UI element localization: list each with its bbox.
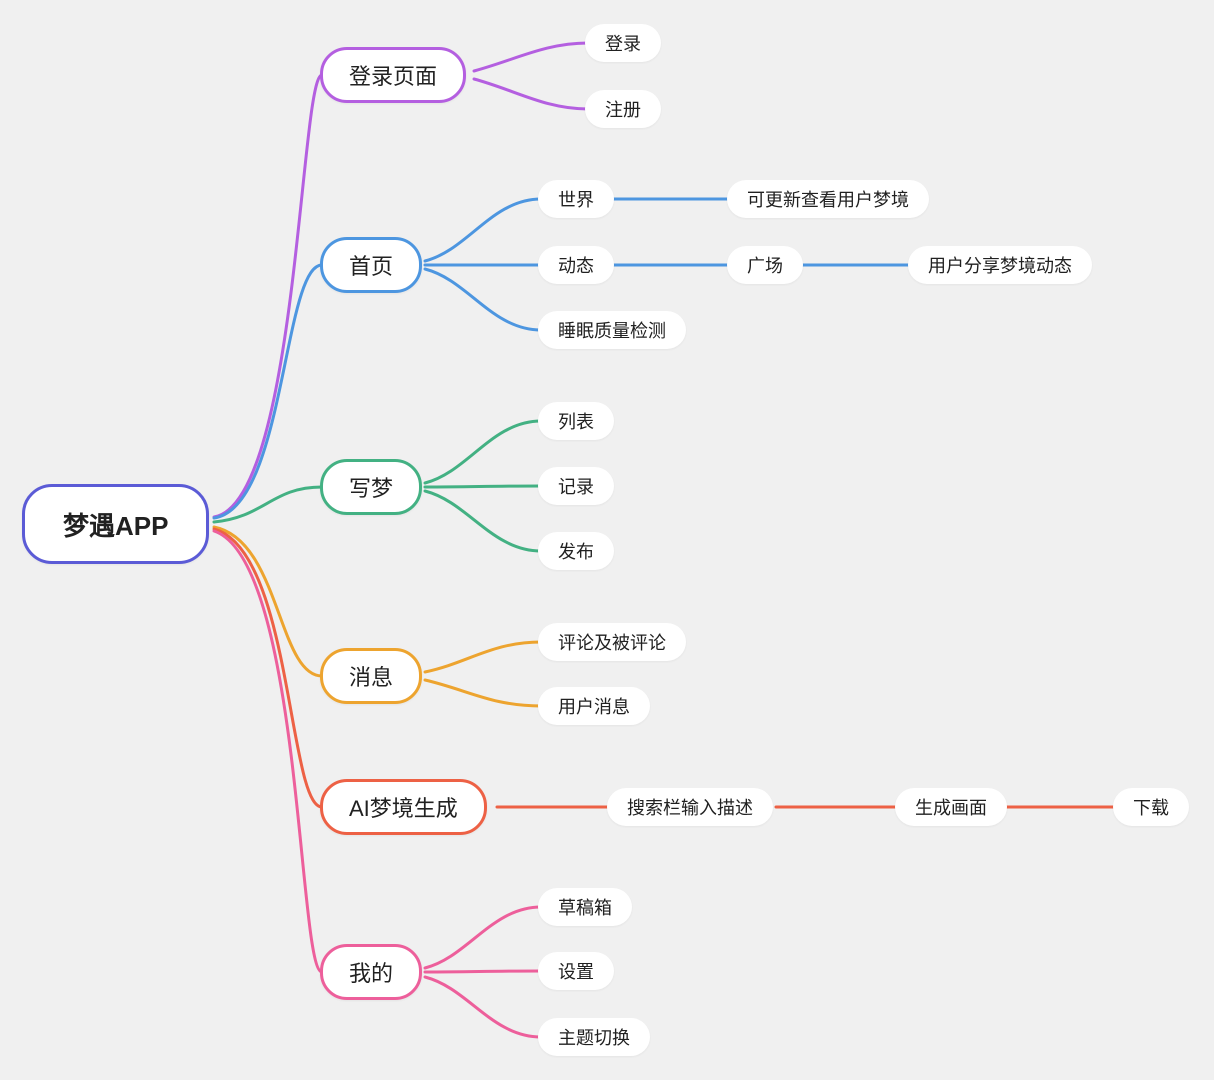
node-generate-image[interactable]: 生成画面 (895, 788, 1007, 826)
node-mine[interactable]: 我的 (320, 944, 423, 1000)
connector-home-sleep-quality (423, 267, 543, 332)
node-user-messages[interactable]: 用户消息 (538, 687, 650, 725)
connector-root-write-dream (212, 485, 324, 524)
connector-root-ai-dream-generation (212, 527, 324, 809)
connector-login-page-login (472, 41, 590, 73)
node-drafts[interactable]: 草稿箱 (538, 888, 632, 926)
node-plaza[interactable]: 广场 (727, 246, 803, 284)
connector-root-mine (212, 529, 324, 974)
connector-write-dream-publish (423, 489, 543, 553)
node-feed[interactable]: 动态 (538, 246, 614, 284)
connector-login-page-register (472, 77, 590, 111)
node-home[interactable]: 首页 (320, 237, 423, 293)
node-list[interactable]: 列表 (538, 402, 614, 440)
node-publish[interactable]: 发布 (538, 532, 614, 570)
node-download[interactable]: 下载 (1113, 788, 1189, 826)
node-record[interactable]: 记录 (538, 467, 614, 505)
connector-mine-drafts (423, 905, 543, 970)
connector-messages-comments (423, 640, 543, 674)
node-share-dream-feed[interactable]: 用户分享梦境动态 (908, 246, 1092, 284)
node-settings[interactable]: 设置 (538, 952, 614, 990)
node-login[interactable]: 登录 (585, 24, 661, 62)
connector-mine-theme-switch (423, 975, 543, 1039)
node-theme-switch[interactable]: 主题切换 (538, 1018, 650, 1056)
connector-root-home (212, 263, 324, 520)
node-ai-dream-generation[interactable]: AI梦境生成 (320, 779, 487, 835)
node-login-page[interactable]: 登录页面 (320, 47, 467, 103)
root-node[interactable]: 梦遇APP (22, 484, 210, 564)
connector-write-dream-record (423, 484, 543, 489)
node-sleep-quality-detection[interactable]: 睡眠质量检测 (538, 311, 686, 349)
connector-mine-settings (423, 969, 543, 974)
node-world[interactable]: 世界 (538, 180, 614, 218)
node-register[interactable]: 注册 (585, 90, 661, 128)
connector-write-dream-list (423, 419, 543, 485)
node-messages[interactable]: 消息 (320, 648, 423, 704)
node-comments-and-commented[interactable]: 评论及被评论 (538, 623, 686, 661)
connector-home-world (423, 197, 543, 263)
connector-root-messages (212, 525, 324, 678)
connector-root-login-page (212, 73, 324, 519)
node-search-input-description[interactable]: 搜索栏输入描述 (607, 788, 773, 826)
node-view-user-dreams[interactable]: 可更新查看用户梦境 (727, 180, 929, 218)
connector-messages-user-messages (423, 678, 543, 708)
node-write-dream[interactable]: 写梦 (320, 459, 423, 515)
